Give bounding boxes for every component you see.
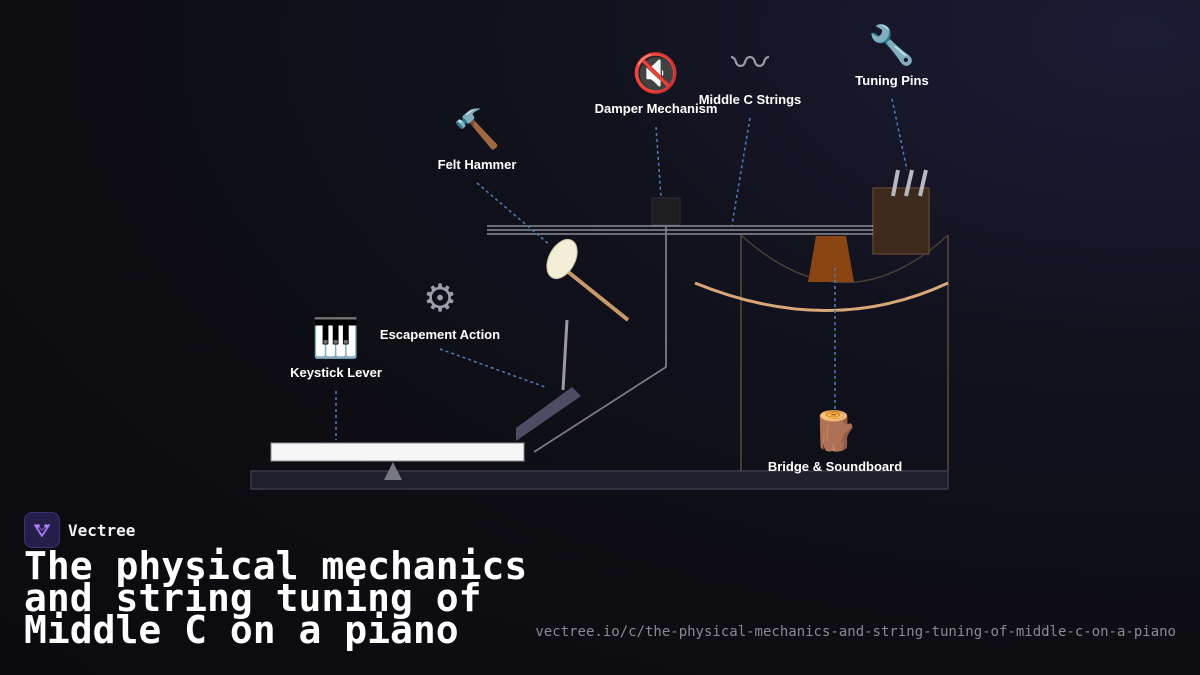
pin-block [872, 187, 930, 255]
tuning-pin [918, 169, 928, 197]
page-title: The physical mechanics and string tuning… [24, 544, 528, 652]
label-soundboard: Bridge & Soundboard [768, 459, 902, 474]
brand: Vectree [24, 512, 135, 548]
case-rim [740, 234, 949, 284]
wrench-icon: 🔧 [868, 22, 915, 67]
label-escapement: Escapement Action [380, 327, 500, 342]
hammer-felt [546, 238, 578, 280]
wood-log-icon: 🪵 [811, 409, 858, 453]
label-damper: Damper Mechanism [595, 101, 718, 116]
case-frame [740, 235, 949, 471]
hammer-icon: 🔨 [453, 107, 500, 151]
leader-damper [655, 126, 662, 198]
label-hammer: Felt Hammer [438, 157, 517, 172]
gear-icon: ⚙ [423, 276, 457, 320]
piano-keys-icon: 🎹 [312, 316, 359, 360]
leader-hammer [476, 182, 551, 246]
escapement-lever [516, 387, 581, 441]
label-tuning: Tuning Pins [855, 73, 928, 88]
key [270, 442, 525, 462]
label-strings: Middle C Strings [699, 92, 802, 107]
bridge [808, 236, 854, 282]
wavy-strings-icon: 〰 [731, 41, 769, 85]
damper-linkage [533, 226, 667, 453]
jack [561, 319, 569, 391]
base-plate [250, 470, 949, 490]
brand-name: Vectree [68, 520, 136, 540]
hammer-shank [560, 265, 630, 322]
muted-speaker-icon: 🔇 [632, 51, 679, 95]
soundboard [694, 281, 949, 312]
leader-escapement [439, 348, 546, 388]
fulcrum [384, 462, 402, 480]
vectree-logo-icon [24, 512, 60, 548]
label-keystick: Keystick Lever [290, 365, 382, 380]
tuning-pin [891, 169, 900, 197]
tuning-pin [904, 169, 914, 197]
leader-strings [731, 117, 751, 226]
leader-tuning [891, 98, 908, 171]
page-url[interactable]: vectree.io/c/the-physical-mechanics-and-… [535, 624, 1176, 640]
damper-block [651, 197, 681, 226]
